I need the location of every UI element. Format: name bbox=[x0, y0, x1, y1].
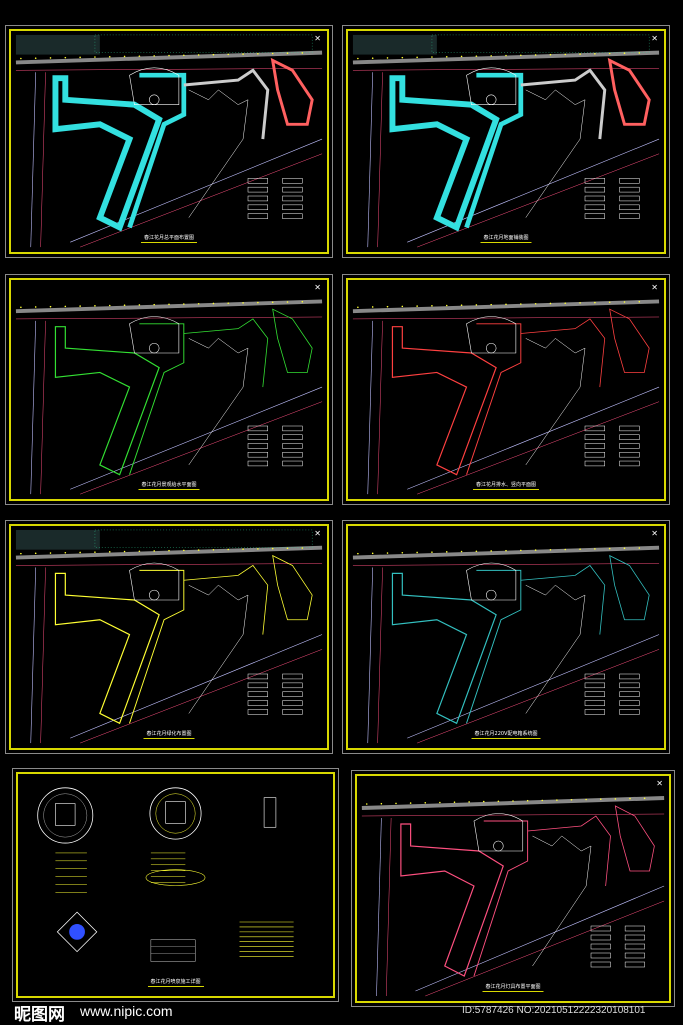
drawing-canvas bbox=[352, 299, 660, 495]
north-arrow-icon: ✕ bbox=[651, 34, 658, 43]
drawing-canvas bbox=[361, 796, 665, 997]
watermark-logo: 昵图网 bbox=[14, 1005, 65, 1025]
sheet-fountain-details: 春江花月喷泉施工详图 bbox=[12, 768, 339, 1002]
north-arrow-icon: ✕ bbox=[314, 34, 321, 43]
north-arrow-icon: ✕ bbox=[651, 283, 658, 292]
north-arrow-icon: ✕ bbox=[314, 283, 321, 292]
drawing-canvas bbox=[352, 545, 660, 744]
drawing-canvas bbox=[15, 299, 323, 495]
sheet-title: 春江花月地面铺装图 bbox=[480, 234, 532, 243]
sheet-lighting-plan: ✕ 春江花月灯具布置平面图 bbox=[351, 770, 675, 1007]
sheet-title: 春江花月排水、竖向平面图 bbox=[472, 481, 540, 490]
drawing-canvas bbox=[15, 529, 323, 744]
sheet-title: 春江花月喷泉施工详图 bbox=[147, 978, 204, 987]
sheet-title: 春江花月绿化布置图 bbox=[143, 730, 195, 739]
watermark-id: ID:5787426 NO:20210512222320108101 bbox=[462, 1005, 646, 1016]
sheet-drainage-plan: ✕ 春江花月排水、竖向平面图 bbox=[342, 274, 670, 505]
sheet-planting-plan: ✕ 春江花月绿化布置图 bbox=[5, 520, 333, 754]
north-arrow-icon: ✕ bbox=[656, 779, 663, 788]
watermark-url: www.nipic.com bbox=[80, 1003, 173, 1019]
drawing-canvas bbox=[352, 34, 660, 248]
sheet-title: 春江花月220V配电箱系统图 bbox=[471, 730, 541, 739]
sheet-title: 春江花月景观给水平面图 bbox=[138, 481, 200, 490]
drawing-canvas bbox=[37, 787, 294, 962]
north-arrow-icon: ✕ bbox=[314, 529, 321, 538]
sheet-paving-plan: ✕ 春江花月地面铺装图 bbox=[342, 25, 670, 258]
sheet-title: 春江花月灯具布置平面图 bbox=[482, 983, 544, 992]
sheet-electrical-plan: ✕ 春江花月220V配电箱系统图 bbox=[342, 520, 670, 754]
sheet-title: 春江花月总平面布置图 bbox=[140, 234, 198, 243]
north-arrow-icon: ✕ bbox=[651, 529, 658, 538]
sheet-site-plan: ✕ 春江花月总平面布置图 bbox=[5, 25, 333, 258]
sheet-water-supply-plan: ✕ 春江花月景观给水平面图 bbox=[5, 274, 333, 505]
drawing-canvas bbox=[15, 34, 323, 248]
